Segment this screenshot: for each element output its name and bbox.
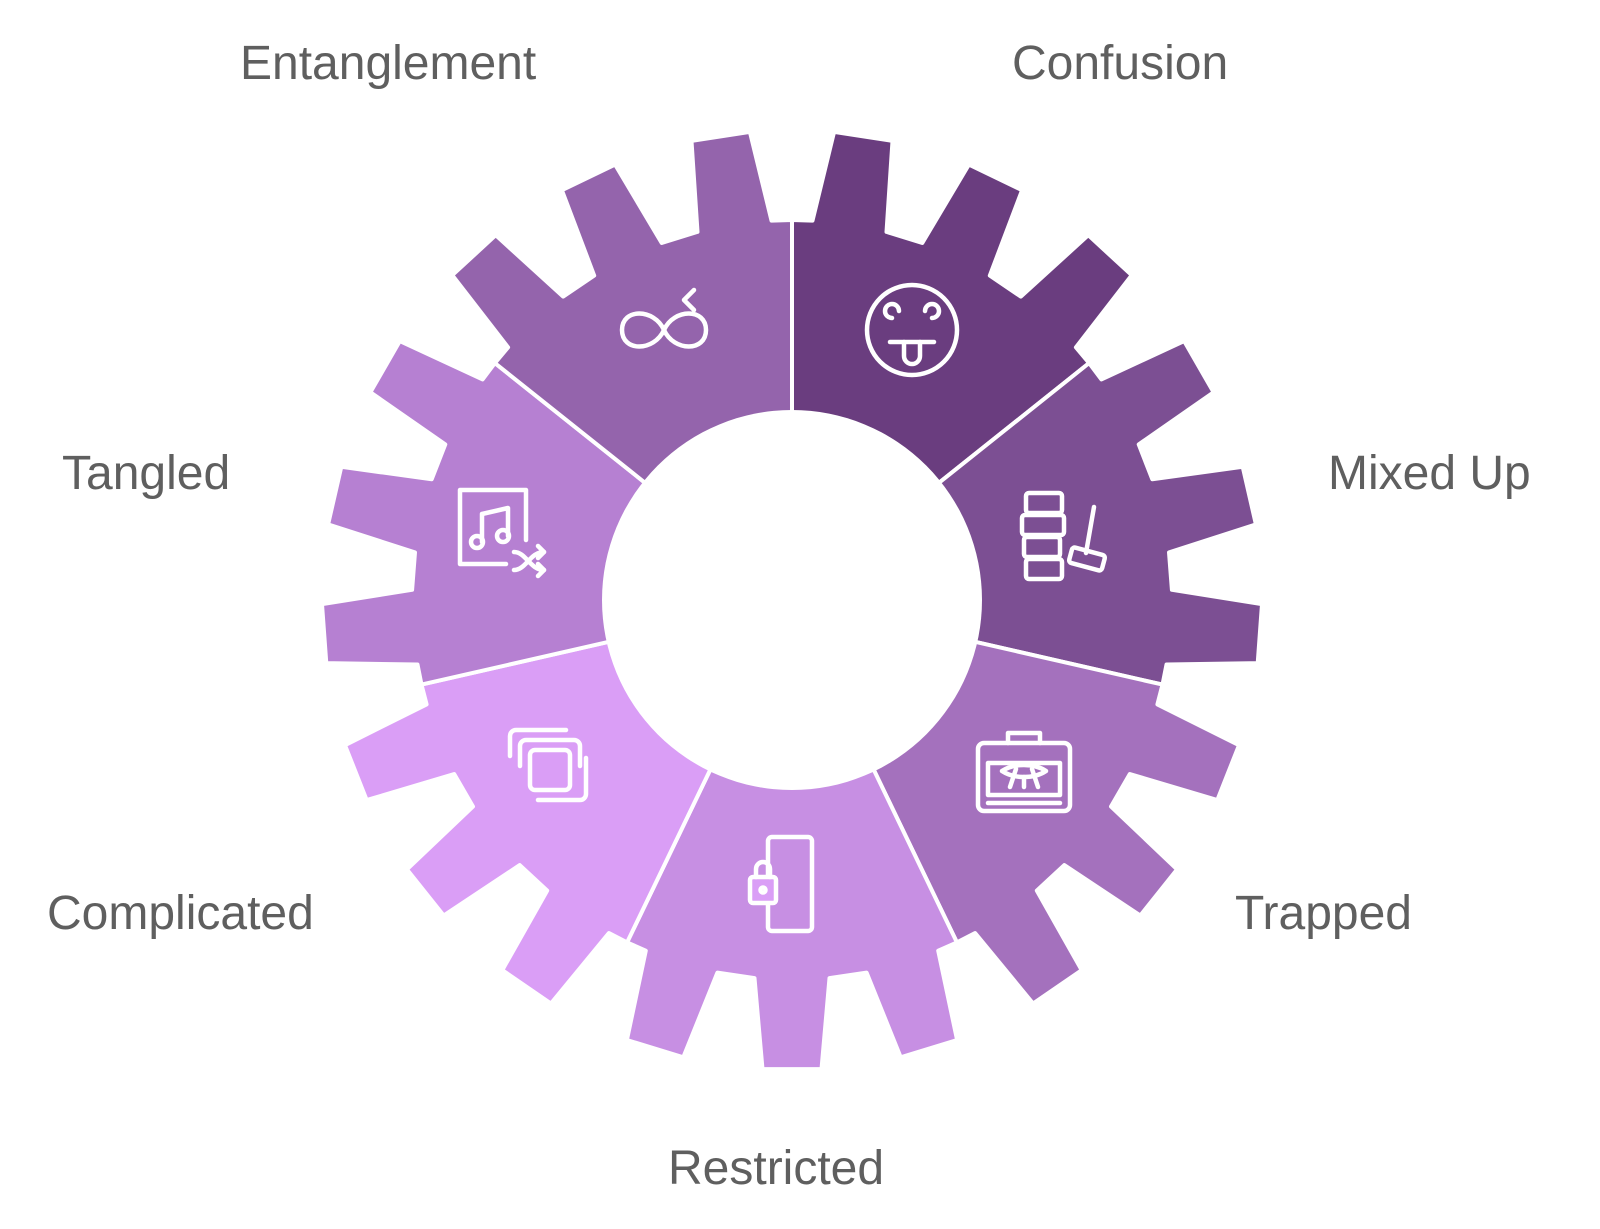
segment-label-trapped: Trapped <box>1235 887 1412 940</box>
gear-center-hole <box>602 410 982 790</box>
segment-label-restricted: Restricted <box>668 1142 885 1195</box>
blocks-hammer-icon <box>1019 490 1108 582</box>
dizzy-face-icon <box>864 282 960 378</box>
segment-label-complicated: Complicated <box>47 887 314 940</box>
segment-label-mixed-up: Mixed Up <box>1328 447 1531 500</box>
gear-segment-trapped <box>624 598 960 1072</box>
segment-label-confusion: Confusion <box>1012 37 1229 90</box>
segment-label-entanglement: Entanglement <box>240 37 537 90</box>
locked-door-icon <box>747 834 815 934</box>
segment-label-tangled: Tangled <box>62 447 231 500</box>
music-shuffle-icon <box>457 487 547 579</box>
caged-bug-icon <box>975 730 1073 814</box>
infinity-loop-icon <box>619 287 709 349</box>
layered-squares-icon <box>507 727 589 803</box>
